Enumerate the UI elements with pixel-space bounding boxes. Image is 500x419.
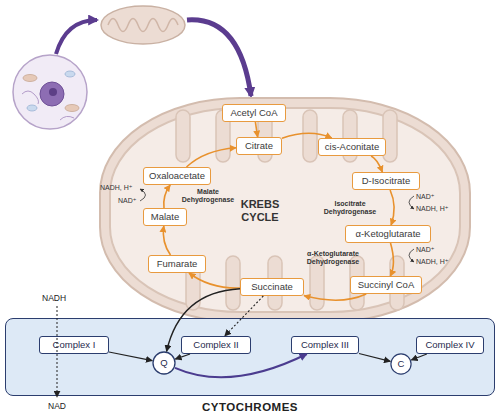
connector-arrow <box>282 133 332 138</box>
carrier-name: C <box>398 359 405 369</box>
metabolite-name: α-Ketoglutarate <box>355 229 420 239</box>
carrier-circle: Q <box>152 351 176 375</box>
cell-reticulum <box>22 91 39 104</box>
band-title: CYTOCHROMES <box>6 401 494 413</box>
carrier-name: Q <box>160 358 167 368</box>
circle-shape <box>153 352 175 374</box>
enzyme-label: α-Ketoglutarate Dehydrogenase <box>300 250 366 266</box>
connector-arrow <box>167 289 240 352</box>
metabolite-name: D-Isocitrate <box>362 176 411 186</box>
connector-arrow <box>255 122 257 137</box>
complex-name: Complex III <box>301 340 349 350</box>
reaction-arc <box>409 249 414 262</box>
complex-box: Complex III <box>291 336 359 354</box>
cell-organelle <box>27 105 37 111</box>
metabolite-box: Malate <box>143 208 187 226</box>
connector-arrow <box>187 148 237 167</box>
cell-organelle <box>23 75 37 82</box>
complex-box: Complex I <box>39 336 109 354</box>
connector-arrow <box>359 354 390 362</box>
cofactor-label: NAD⁺ <box>118 197 136 205</box>
connector-arrow <box>189 273 240 288</box>
cofactor-label: NADH, H⁺ <box>100 184 132 192</box>
connector-arrow <box>304 294 366 300</box>
metabolite-box: D-Isocitrate <box>352 172 420 190</box>
cell-organelle <box>65 71 75 77</box>
enzyme-label: Isocitrate Dehydrogenase <box>320 200 380 216</box>
complex-box: Complex IV <box>416 336 484 354</box>
cell-nucleus <box>40 82 64 106</box>
connector-arrow <box>175 354 307 377</box>
metabolite-name: Citrate <box>245 141 273 151</box>
connector-arrow <box>164 185 170 208</box>
reaction-arc <box>409 196 414 209</box>
reaction-arc <box>140 189 146 201</box>
cell-reticulum <box>60 116 74 120</box>
outer-membrane <box>100 98 470 322</box>
cycle-title: KREBS CYCLE <box>232 198 288 223</box>
connector-arrow <box>109 352 152 361</box>
metabolite-box: Succinyl CoA <box>350 276 422 294</box>
zoom-arrow <box>56 20 97 54</box>
crista <box>176 110 190 162</box>
zoom-arrow <box>187 20 251 96</box>
cell-membrane <box>13 55 87 129</box>
carrier-label: NAD <box>48 402 66 412</box>
metabolite-name: Oxaloacetate <box>149 171 205 181</box>
cytochrome-band: CYTOCHROMESComplex IQComplex IIComplex I… <box>5 318 495 396</box>
complex-box: Complex II <box>181 336 251 354</box>
connector-arrow <box>175 354 190 359</box>
metabolite-box: Fumarate <box>148 255 206 273</box>
carrier-label: NADH <box>42 294 66 304</box>
cofactor-label: NADH, H⁺ <box>416 205 448 213</box>
metabolite-name: Fumarate <box>157 259 198 269</box>
metabolite-box: α-Ketoglutarate <box>345 225 431 243</box>
complex-name: Complex I <box>53 340 96 350</box>
metabolite-name: Acetyl CoA <box>231 108 278 118</box>
complex-name: Complex IV <box>425 340 474 350</box>
metabolite-name: Succinate <box>251 282 293 292</box>
metabolite-name: cis-Aconitate <box>325 142 379 152</box>
cell-organelle <box>65 105 79 112</box>
nucleolus <box>49 88 57 96</box>
crista <box>303 110 317 162</box>
small-mitochondrion <box>101 6 185 44</box>
enzyme-label: Malate Dehydrogenase <box>178 188 238 204</box>
small-cristae <box>108 19 178 32</box>
crista <box>226 256 240 310</box>
connector-arrow <box>163 226 170 255</box>
complex-name: Complex II <box>193 340 238 350</box>
cofactor-label: NAD⁺ <box>416 193 434 201</box>
connector-arrow <box>225 296 264 336</box>
connector-arrow <box>390 243 393 276</box>
connector-arrow <box>390 190 394 225</box>
inner-membrane <box>110 108 460 312</box>
metabolite-name: Succinyl CoA <box>358 280 415 290</box>
circle-shape <box>391 354 411 374</box>
cofactor-label: NAD⁺ <box>416 246 434 254</box>
metabolite-box: cis-Aconitate <box>318 138 386 156</box>
metabolite-box: Acetyl CoA <box>222 104 286 122</box>
metabolite-box: Succinate <box>240 278 304 296</box>
cofactor-label: NADH, H⁺ <box>416 258 448 266</box>
connector-arrow <box>411 354 427 360</box>
metabolite-box: Oxaloacetate <box>143 167 211 185</box>
mitochondrion: KREBS CYCLE Acetyl CoA Citrate cis-Aconitat… <box>98 96 472 324</box>
metabolite-box: Citrate <box>236 137 282 155</box>
metabolite-name: Malate <box>151 212 180 222</box>
connector-arrow <box>371 156 382 172</box>
carrier-circle: C <box>390 353 412 375</box>
nadh-arrow <box>57 306 58 397</box>
